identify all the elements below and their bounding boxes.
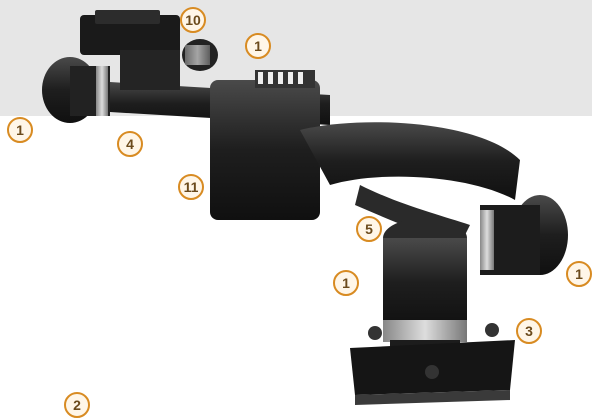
callout-3: 3 <box>516 318 542 344</box>
controller-box <box>80 10 180 90</box>
callout-11: 11 <box>178 174 204 200</box>
callout-1-right: 1 <box>566 261 592 287</box>
motor-vertical <box>383 218 467 358</box>
callout-4: 4 <box>117 131 143 157</box>
central-body <box>210 70 320 220</box>
callout-2: 2 <box>64 392 90 418</box>
callout-1-top: 1 <box>245 33 271 59</box>
callout-1-left: 1 <box>7 117 33 143</box>
motor-top-left <box>42 57 110 123</box>
base-plate <box>350 323 515 405</box>
motor-top-small <box>182 39 218 71</box>
motor-right <box>480 195 568 275</box>
callout-1-middle: 1 <box>333 270 359 296</box>
callout-5: 5 <box>356 216 382 242</box>
callout-10: 10 <box>180 7 206 33</box>
